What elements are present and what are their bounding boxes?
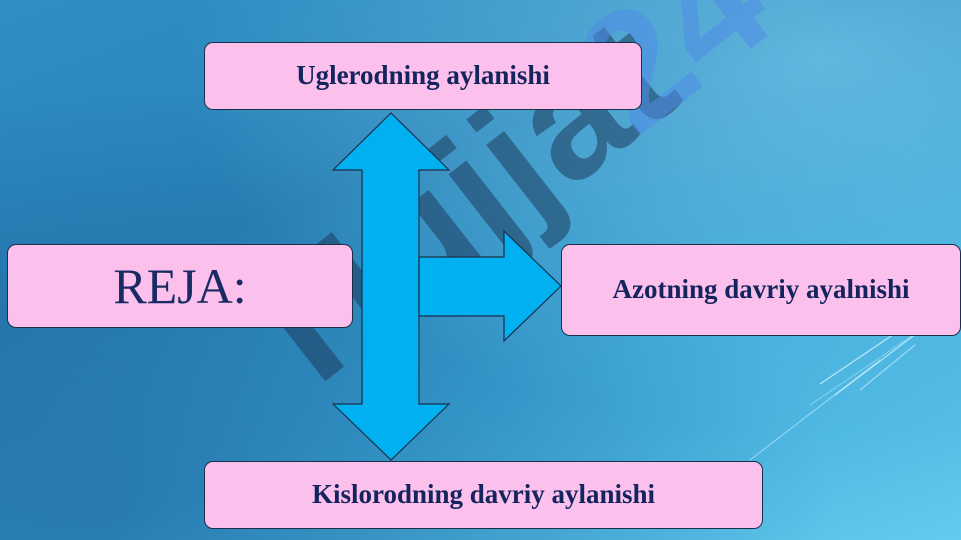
topic-label: Uglerodning aylanishi — [296, 60, 550, 91]
topic-box-nitrogen-cycle: Azotning davriy ayalnishi — [561, 244, 961, 336]
double-arrow-vertical — [331, 112, 451, 461]
plan-box: REJA: — [7, 244, 353, 328]
plan-label: REJA: — [113, 257, 247, 314]
topic-label: Kislorodning davriy aylanishi — [311, 479, 656, 510]
arrow-right — [418, 229, 562, 343]
topic-box-carbon-cycle: Uglerodning aylanishi — [204, 42, 642, 110]
topic-label: Azotning davriy ayalnishi — [612, 274, 910, 305]
topic-box-oxygen-cycle: Kislorodning davriy aylanishi — [204, 461, 763, 529]
